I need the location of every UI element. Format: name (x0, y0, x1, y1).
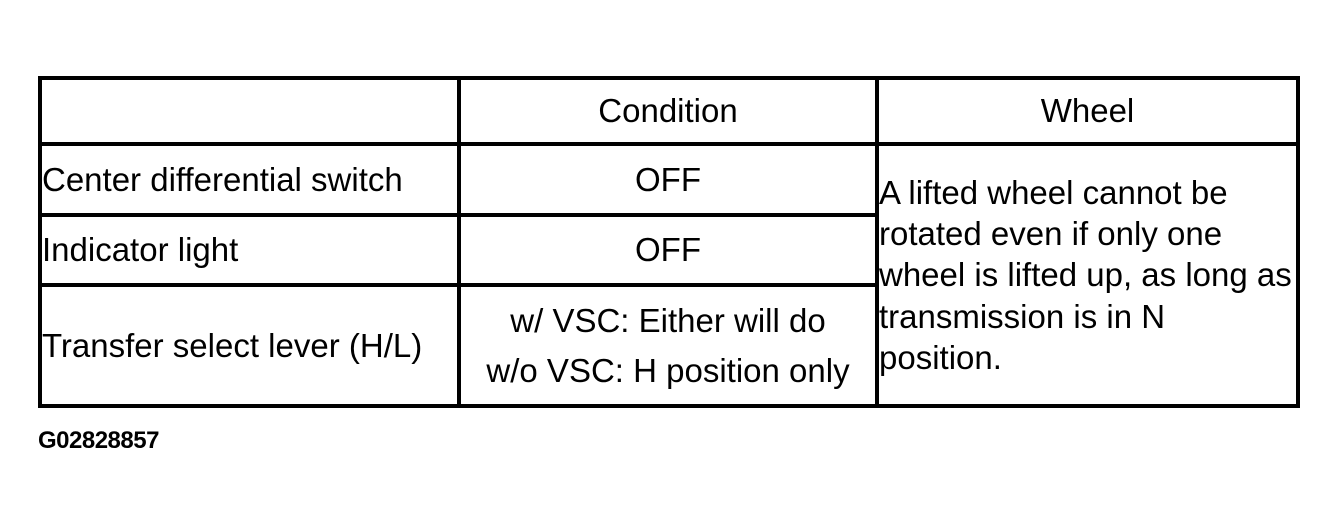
condition-spec-table: Condition Wheel Center differential swit… (38, 76, 1300, 408)
table-row: Indicator light OFF (38, 213, 1298, 287)
table-row: Transfer select lever (H/L) w/ VSC: Eith… (38, 283, 1298, 408)
row-label-center-differential-switch: Center differential switch (38, 142, 461, 217)
condition-value-indicator-light: OFF (457, 213, 879, 287)
wheel-note-cell: A lifted wheel cannot be rotated even if… (875, 142, 1300, 408)
figure-id-caption: G02828857 (38, 427, 159, 454)
condition-line-with-vsc: w/ VSC: Either will do (510, 301, 826, 339)
table-row: Center differential switch OFF A lifted … (38, 142, 1300, 408)
condition-value-transfer-select-lever: w/ VSC: Either will do w/o VSC: H positi… (457, 283, 879, 408)
header-cell-condition: Condition (457, 76, 879, 146)
row-label-indicator-light: Indicator light (38, 213, 461, 287)
table-header-row: Condition Wheel (38, 76, 1300, 146)
condition-value-center-differential-switch: OFF (457, 142, 879, 217)
row-label-transfer-select-lever: Transfer select lever (H/L) (38, 283, 461, 408)
header-cell-blank (38, 76, 461, 146)
header-cell-wheel: Wheel (875, 76, 1300, 146)
condition-line-without-vsc: w/o VSC: H position only (486, 351, 850, 389)
